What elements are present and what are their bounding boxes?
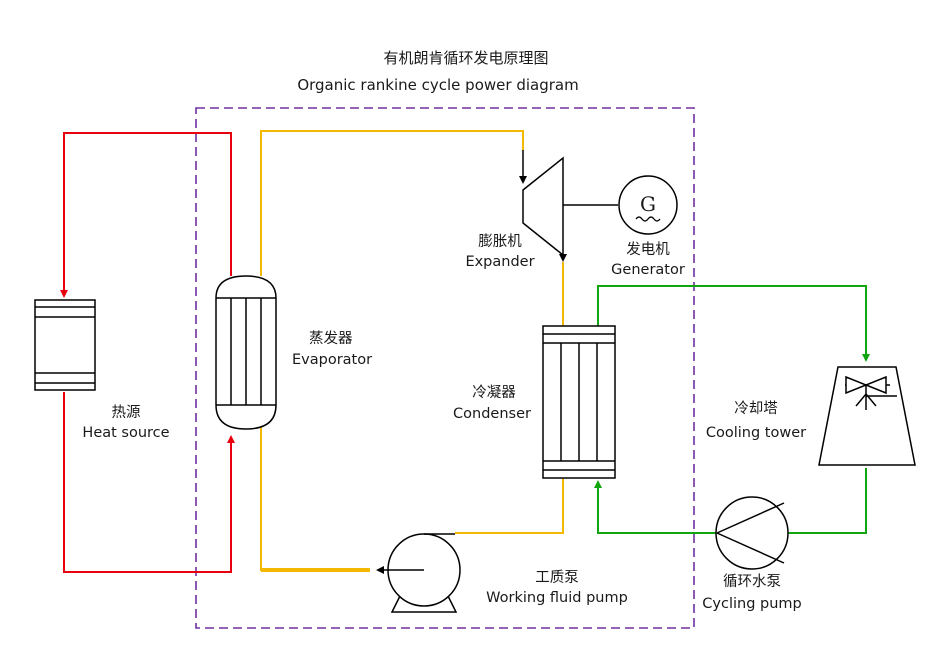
title-en: Organic rankine cycle power diagram — [297, 76, 578, 94]
heat-loop — [60, 132, 235, 573]
cycling-pump-label-en: Cycling pump — [702, 596, 801, 612]
evaporator-unit — [215, 275, 277, 430]
generator-unit: G — [618, 175, 678, 235]
condenser-unit — [542, 325, 616, 479]
condenser-label-zh: 冷凝器 — [472, 384, 516, 401]
working-fluid-pump-label-en: Working fluid pump — [486, 590, 628, 606]
cooling-return-line — [788, 468, 867, 534]
cycling-pump-label-zh: 循环水泵 — [723, 573, 781, 590]
working-fluid-pump-label-zh: 工质泵 — [535, 569, 579, 586]
heat-source-label-en: Heat source — [82, 425, 169, 441]
system-boundary — [195, 107, 695, 629]
condensate-line — [455, 478, 564, 534]
heat-source-label-zh: 热源 — [112, 404, 141, 421]
expander-label-en: Expander — [465, 254, 534, 270]
heat-supply-line — [60, 132, 232, 298]
cooling-supply-line — [594, 480, 716, 534]
cooling-hot-line — [597, 285, 870, 362]
pump-discharge-line — [260, 427, 368, 571]
vapor-line — [260, 130, 524, 276]
working-fluid-loop — [260, 130, 564, 571]
cooling-tower-label-zh: 冷却塔 — [734, 400, 778, 417]
cooling-loop — [594, 285, 870, 534]
expander-unit — [519, 150, 618, 262]
heat-return-line — [63, 392, 235, 573]
condenser-label-en: Condenser — [453, 406, 531, 422]
generator-label-zh: 发电机 — [626, 241, 670, 258]
title-zh: 有机朗肯循环发电原理图 — [383, 49, 548, 67]
cycling-pump-unit — [715, 496, 789, 570]
generator-symbol: G — [640, 192, 656, 216]
working-fluid-pump-unit — [376, 533, 461, 613]
evaporator-label-zh: 蒸发器 — [309, 330, 353, 347]
generator-label-en: Generator — [611, 262, 685, 278]
cooling-tower-label-en: Cooling tower — [706, 425, 806, 441]
evaporator-label-en: Evaporator — [292, 352, 372, 368]
generator-wave-icon — [635, 216, 661, 222]
expander-label-zh: 膨胀机 — [478, 233, 522, 250]
heat-source-unit — [34, 299, 96, 391]
cooling-tower-unit — [818, 366, 916, 466]
